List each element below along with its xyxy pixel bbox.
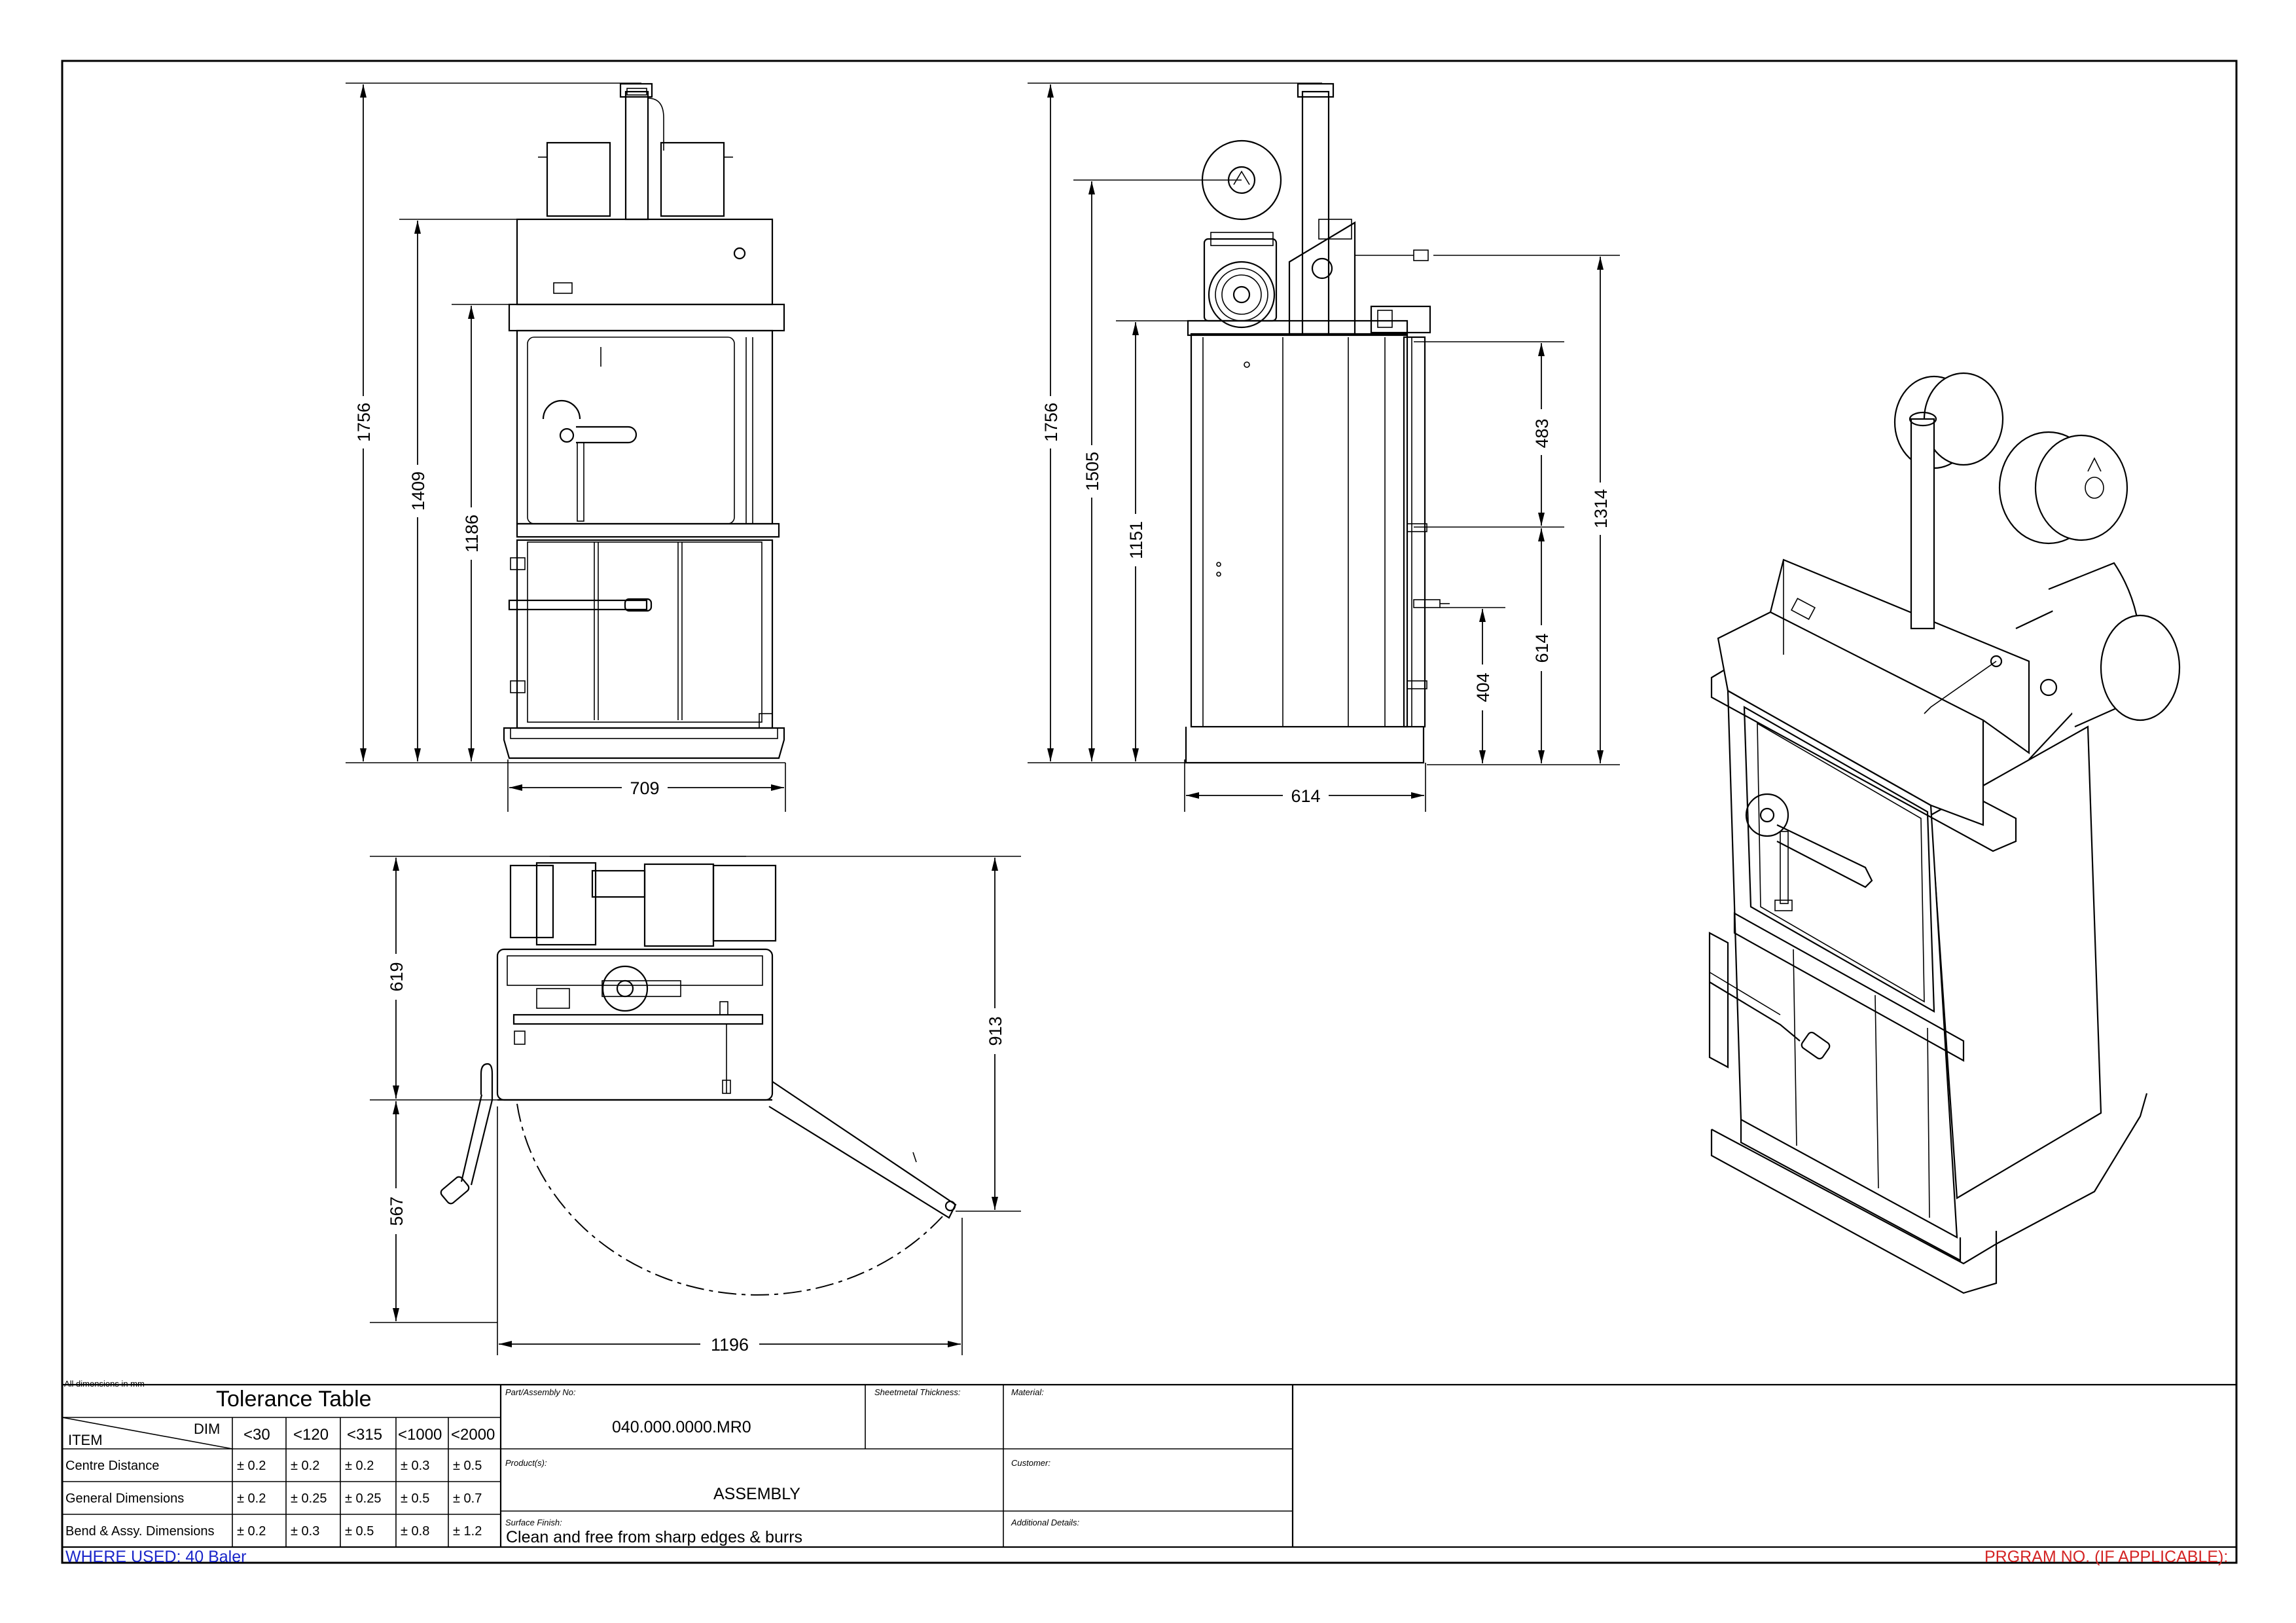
part-no-label: Part/Assembly No:: [505, 1387, 576, 1397]
dim-side-right-lower: 614: [1532, 633, 1552, 663]
tolerance-col-30: <30: [243, 1426, 270, 1444]
top-view: [440, 856, 957, 1296]
front-view-dimensions: 1756 1409 1186 709: [346, 82, 786, 812]
tolerance-cell: ± 0.25: [345, 1491, 382, 1506]
tolerance-cell: ± 0.3: [291, 1524, 320, 1539]
dim-side-height-reel: 1505: [1083, 452, 1102, 491]
dim-front-height-door: 1186: [462, 515, 482, 553]
part-number: 040.000.0000.MR0: [612, 1418, 751, 1436]
sheetmetal-thickness-label: Sheetmetal Thickness:: [874, 1387, 961, 1397]
tolerance-cell: ± 0.2: [345, 1459, 374, 1473]
dim-side-right-handle: 404: [1473, 672, 1493, 702]
tolerance-cell: ± 0.2: [237, 1459, 266, 1473]
tolerance-title: Tolerance Table: [216, 1387, 372, 1412]
tolerance-cell: ± 0.5: [345, 1524, 374, 1539]
dim-side-right-upper: 483: [1532, 418, 1552, 448]
dim-side-height-body: 1151: [1126, 521, 1146, 559]
tolerance-cell: ± 0.3: [401, 1459, 430, 1473]
side-view-dimensions: 1756 1505 1151 614 483 614 1314 404: [1028, 82, 1620, 812]
dim-header: DIM: [194, 1421, 221, 1437]
tolerance-cell: ± 0.5: [401, 1491, 430, 1506]
surface-finish: Clean and free from sharp edges & burrs: [506, 1528, 803, 1546]
dim-side-height-total: 1756: [1041, 403, 1061, 442]
where-used: WHERE USED: 40 Baler: [65, 1548, 247, 1566]
dim-front-height-body: 1409: [408, 471, 428, 511]
tolerance-row-label: Centre Distance: [65, 1459, 160, 1473]
dim-top-depth-back: 619: [387, 962, 406, 991]
tolerance-row-label: Bend & Assy. Dimensions: [65, 1524, 215, 1539]
front-view: [503, 82, 785, 759]
dim-side-right-overall: 1314: [1591, 489, 1611, 528]
tolerance-cell: ± 0.25: [291, 1491, 327, 1506]
tolerance-cell: ± 0.2: [237, 1491, 266, 1506]
surface-finish-label: Surface Finish:: [505, 1518, 562, 1527]
tolerance-col-120: <120: [293, 1426, 329, 1444]
dim-front-height-total: 1756: [354, 403, 374, 442]
dim-top-depth-door: 567: [387, 1196, 406, 1226]
side-view: [1185, 82, 1450, 764]
customer-label: Customer:: [1011, 1458, 1050, 1468]
tolerance-cell: ± 0.2: [291, 1459, 320, 1473]
product-name: ASSEMBLY: [713, 1485, 800, 1503]
dim-top-depth-total: 913: [986, 1016, 1005, 1046]
dim-front-width: 709: [630, 778, 659, 798]
tolerance-col-1000: <1000: [398, 1426, 442, 1444]
isometric-view: [1708, 372, 2181, 1294]
top-view-dimensions: 619 567 913 1196: [370, 856, 1021, 1355]
tolerance-cell: ± 0.8: [401, 1524, 430, 1539]
units-note: All dimensions in mm: [64, 1379, 145, 1389]
dim-top-width-open: 1196: [711, 1335, 749, 1355]
program-number: PRGRAM NO. (IF APPLICABLE):: [1984, 1548, 2229, 1566]
tolerance-cell: ± 1.2: [453, 1524, 482, 1539]
tolerance-cell: ± 0.5: [453, 1459, 482, 1473]
material-label: Material:: [1011, 1387, 1044, 1397]
sheet-border: [61, 60, 2238, 1564]
tolerance-col-315: <315: [347, 1426, 383, 1444]
tolerance-cell: ± 0.2: [237, 1524, 266, 1539]
additional-details-label: Additional Details:: [1011, 1518, 1080, 1527]
tolerance-row-label: General Dimensions: [65, 1491, 185, 1506]
dim-side-width: 614: [1291, 786, 1320, 806]
title-block-frame: [62, 1383, 2236, 1548]
tolerance-cell: ± 0.7: [453, 1491, 482, 1506]
products-label: Product(s):: [505, 1458, 547, 1468]
item-header: ITEM: [68, 1432, 103, 1448]
tolerance-col-2000: <2000: [451, 1426, 495, 1444]
